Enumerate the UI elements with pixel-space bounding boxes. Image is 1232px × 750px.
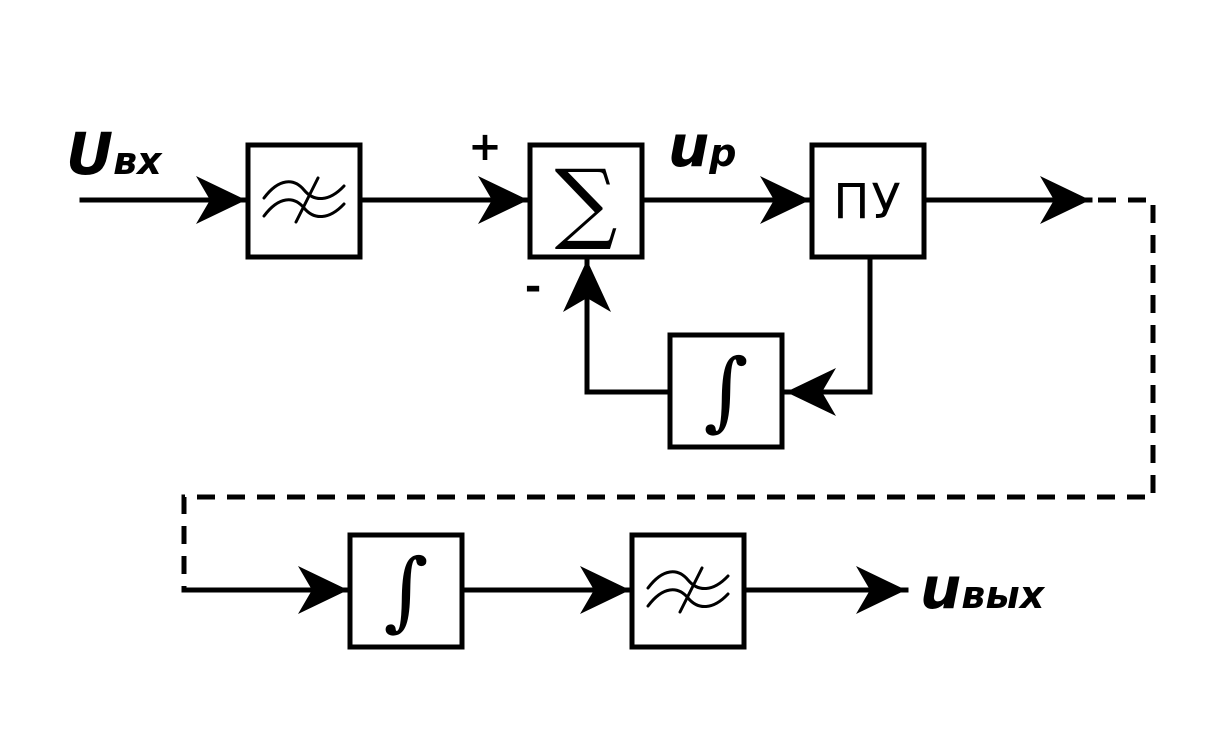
- arrow-to-sum: [478, 176, 528, 224]
- arrow-to-pu: [760, 176, 810, 224]
- filter-wave-icon: [262, 176, 346, 224]
- intermediate-label-sub: р: [708, 131, 736, 175]
- input-signal-label: Uвх: [66, 120, 163, 188]
- arrow-pu-output: [1040, 176, 1090, 224]
- minus-sign: -: [525, 264, 542, 310]
- output-signal-label: uвых: [920, 554, 1046, 622]
- integral-symbol: ∫: [384, 541, 429, 641]
- intermediate-signal-label: uр: [668, 112, 737, 180]
- plus-sign: +: [468, 124, 502, 170]
- summator-block: ∑: [527, 142, 645, 260]
- filter-out-block: [629, 532, 747, 650]
- control-device-label: ПУ: [833, 174, 902, 230]
- arrow-output: [856, 566, 906, 614]
- control-device-block: ПУ: [809, 142, 927, 260]
- arrow-feedback-to-sum: [563, 260, 611, 312]
- output-label-main: u: [920, 554, 961, 622]
- filter-wave-icon: [646, 566, 730, 614]
- wire-feedback-to-sum: [584, 257, 671, 395]
- sigma-symbol: ∑: [555, 150, 618, 253]
- output-integrator-block: ∫: [347, 532, 465, 650]
- feedback-integrator-block: ∫: [667, 332, 785, 450]
- dashed-link: [181, 197, 1156, 590]
- intermediate-label-main: u: [668, 112, 709, 180]
- arrow-to-output-filter: [580, 566, 630, 614]
- filter-in-block: [245, 142, 363, 260]
- input-label-sub: вх: [113, 139, 163, 183]
- output-label-sub: вых: [961, 573, 1045, 617]
- input-label-main: U: [66, 120, 113, 188]
- integral-symbol: ∫: [704, 341, 749, 441]
- arrow-to-output-integrator: [298, 566, 348, 614]
- arrow-to-feedback-integrator: [786, 368, 836, 416]
- arrow-input: [196, 176, 246, 224]
